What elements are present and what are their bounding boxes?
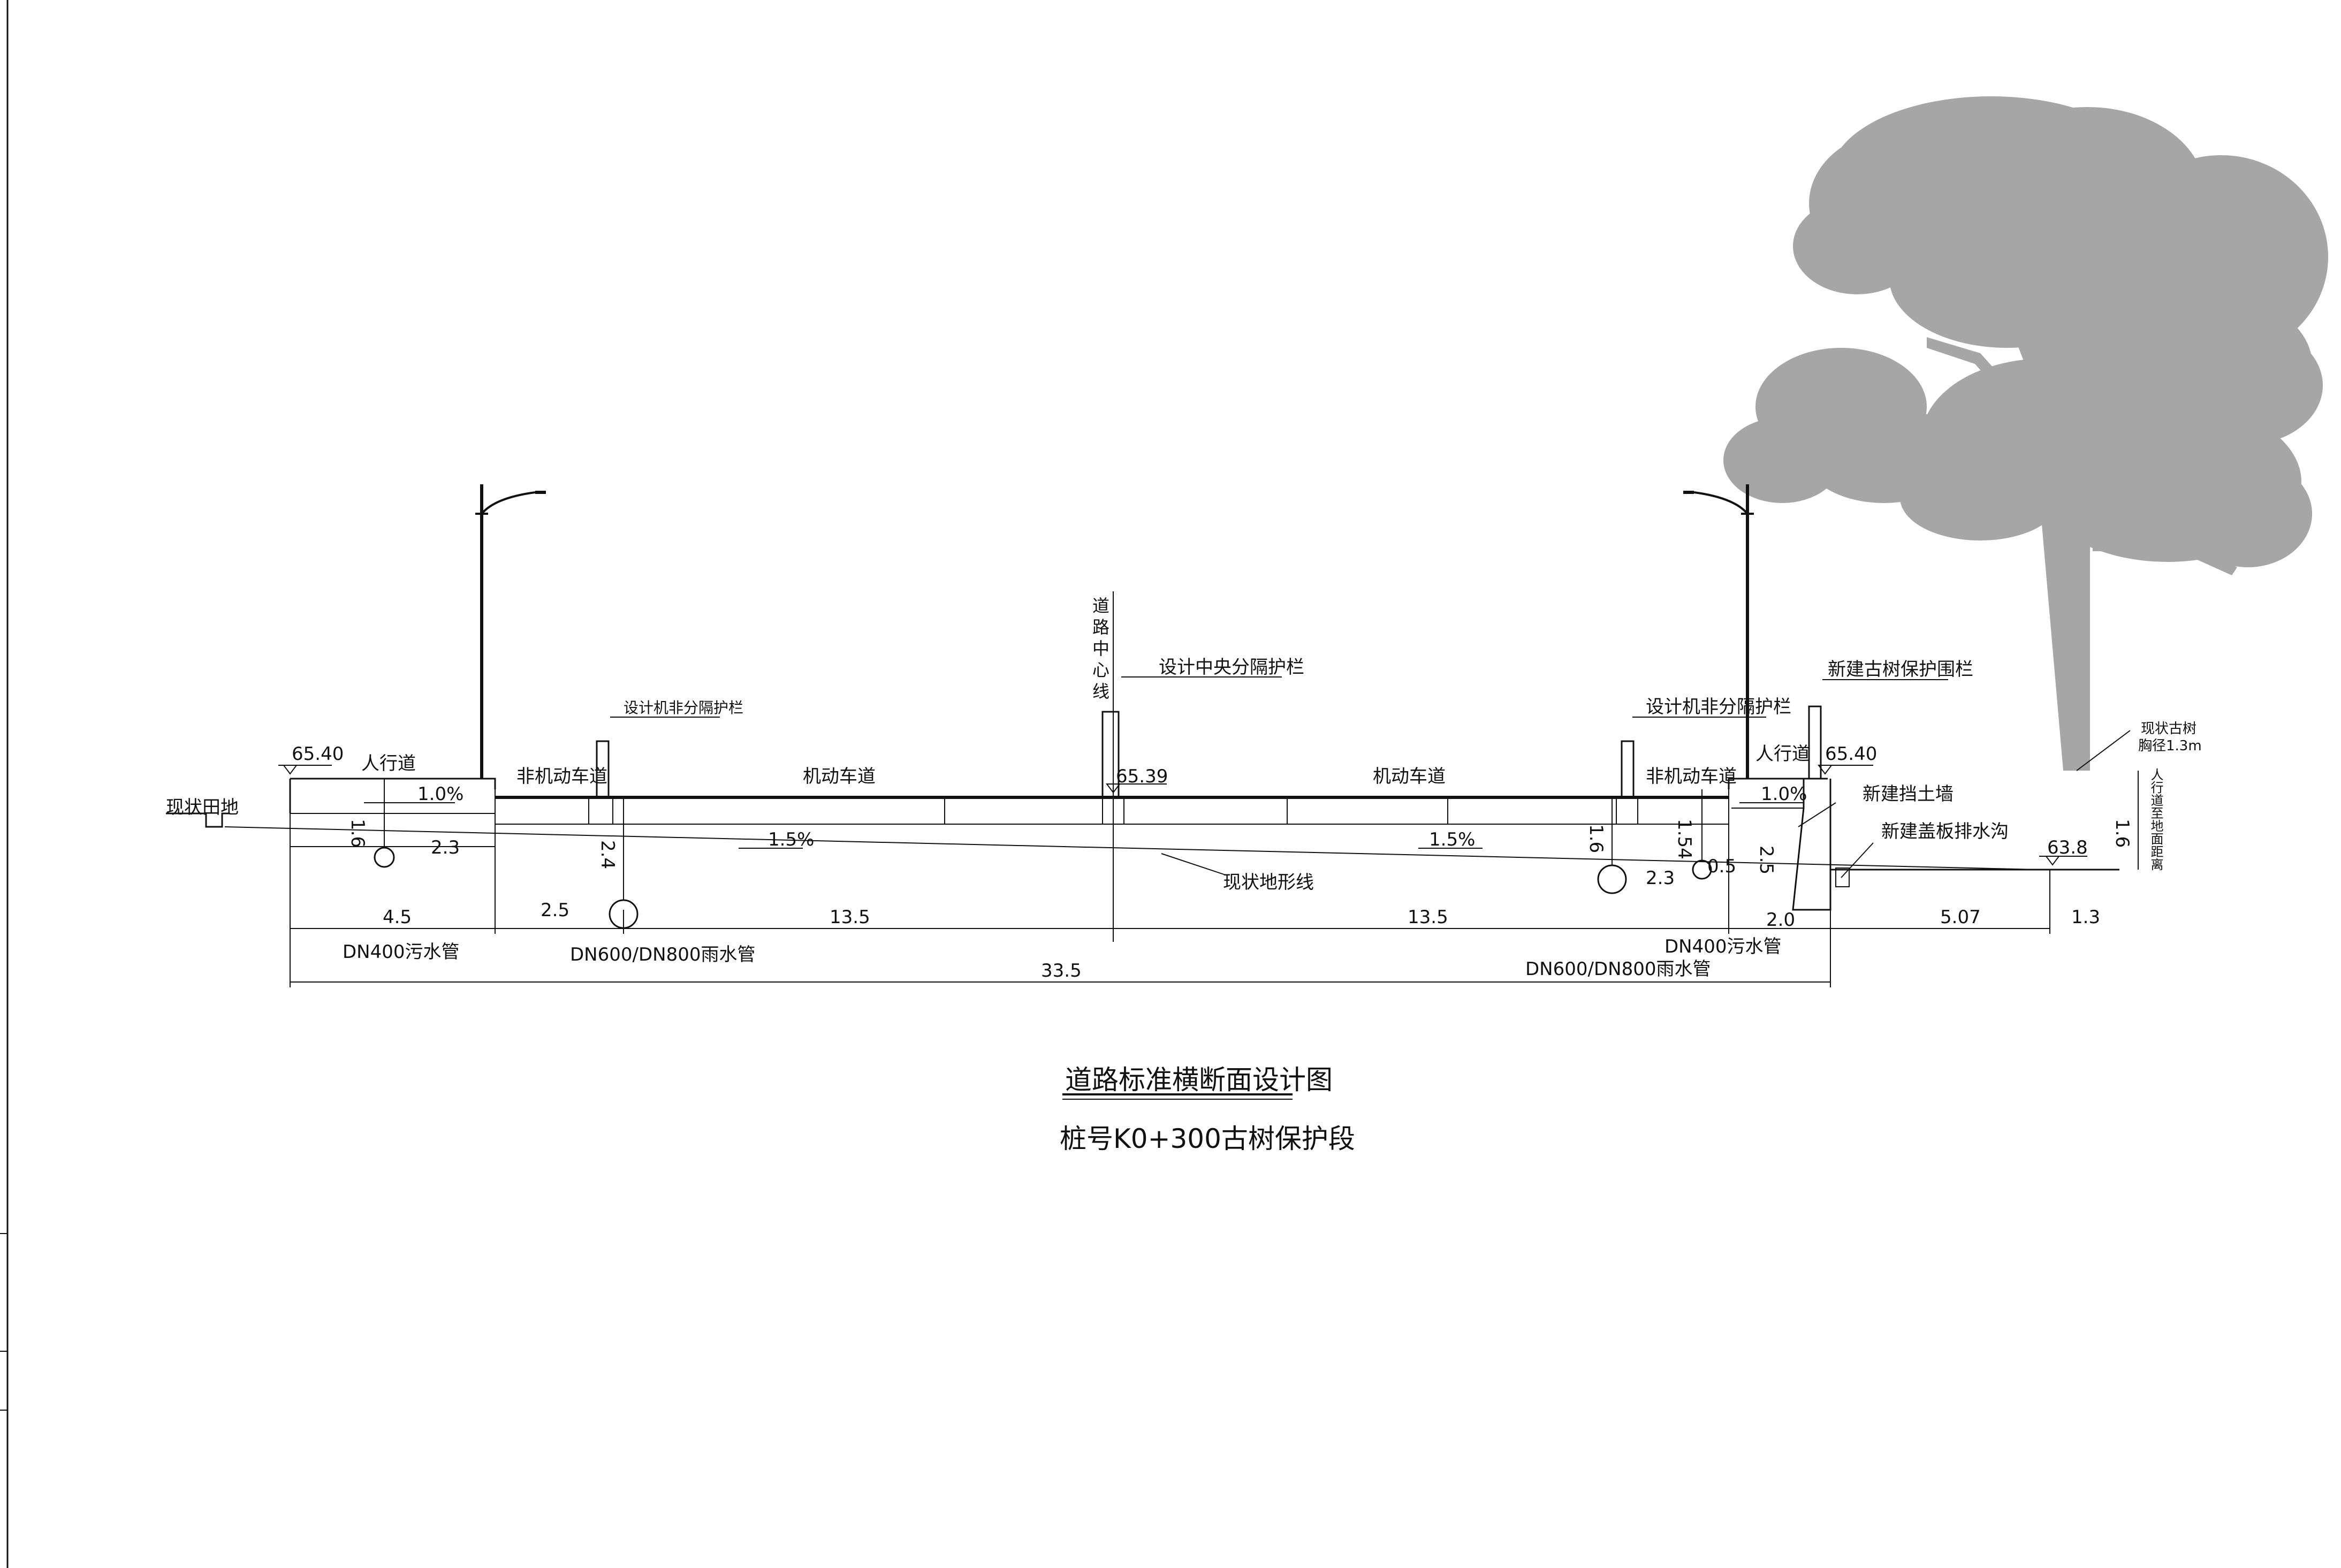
elevation-center: 65.39	[1116, 766, 1168, 787]
dim-sewer-right-offset: 0.5	[1707, 856, 1736, 877]
label-median-barrier: 设计中央分隔护栏	[1159, 657, 1304, 678]
label-barrier-left: 设计机非分隔护栏	[624, 699, 743, 717]
dim-sewer-left-depth: 1.6	[347, 819, 368, 848]
slope-motor-left: 1.5%	[768, 829, 814, 850]
slope-sidewalk-left: 1.0%	[417, 783, 463, 805]
label-barrier-right: 设计机非分隔护栏	[1646, 696, 1791, 718]
sidewalk-left-surface	[290, 778, 496, 789]
leader-drain-ditch	[1841, 842, 1874, 878]
storm-pipe-right	[1597, 864, 1627, 894]
dim-motor-right: 13.5	[1408, 907, 1448, 928]
pipe-sewer-right: DN400污水管	[1664, 936, 1782, 957]
existing-terrain-line	[224, 826, 2040, 870]
label-motor-left: 机动车道	[803, 766, 876, 787]
median-barrier	[1101, 711, 1120, 798]
dim-tree-height-diff: 1.6	[2111, 819, 2133, 848]
dim-wall-depth: 1.54	[1674, 819, 1695, 859]
elevation-left: 65.40	[292, 743, 344, 765]
dim-tree-offset: 1.3	[2071, 907, 2100, 928]
label-nonmotor-left: 非机动车道	[516, 766, 607, 787]
elevation-marker-center	[1106, 783, 1167, 794]
label-motor-right: 机动车道	[1373, 766, 1446, 787]
elevation-marker-right	[1818, 765, 1873, 775]
retaining-wall	[1792, 779, 1831, 911]
barrier-right	[1621, 740, 1635, 798]
label-centerline: 道路中心线	[1090, 597, 1110, 704]
label-sidewalk-left: 人行道	[361, 753, 416, 774]
dim-nonmotor-left: 2.5	[541, 900, 569, 921]
dim-storm-right-depth: 1.6	[1585, 824, 1607, 853]
dim-right-offset: 5.07	[1940, 907, 1981, 928]
label-retaining-wall: 新建挡土墙	[1863, 783, 1954, 805]
dim-total-width: 33.5	[1041, 960, 1082, 981]
dim-sidewalk-left: 4.5	[383, 907, 412, 928]
elevation-marker-tree	[2039, 856, 2087, 866]
label-existing-field: 现状田地	[166, 797, 239, 818]
barrier-left	[596, 740, 610, 798]
slope-motor-right: 1.5%	[1429, 829, 1475, 850]
dim-motor-left: 13.5	[830, 907, 870, 928]
label-tree-fence: 新建古树保护围栏	[1828, 659, 1973, 680]
label-drain-ditch: 新建盖板排水沟	[1881, 821, 2009, 842]
pipe-storm-right: DN600/DN800雨水管	[1525, 958, 1711, 980]
label-tree-girth: 胸径1.3m	[2138, 738, 2202, 754]
label-old-tree: 现状古树	[2141, 721, 2196, 737]
leader-terrain	[1161, 853, 1226, 876]
leader-retaining-wall	[1798, 802, 1836, 827]
pipe-sewer-left: DN400污水管	[343, 941, 460, 963]
sidewalk-right-surface	[1728, 778, 1828, 789]
pipe-storm-left: DN600/DN800雨水管	[570, 944, 755, 965]
slope-sidewalk-right: 1.0%	[1761, 783, 1807, 805]
title-main: 道路标准横断面设计图	[1065, 1064, 1333, 1095]
elevation-tree: 63.8	[2047, 837, 2088, 858]
label-existing-terrain: 现状地形线	[1223, 872, 1314, 893]
sewer-pipe-left	[374, 847, 395, 868]
elevation-right: 65.40	[1825, 743, 1877, 765]
dim-storm-right-offset: 2.3	[1646, 867, 1675, 889]
old-tree-icon	[1723, 96, 2328, 771]
street-lamp-left-icon	[475, 484, 546, 779]
title-sub: 桩号K0+300古树保护段	[1060, 1123, 1355, 1154]
leader-old-tree	[2076, 730, 2131, 771]
label-sidewalk-right: 人行道	[1755, 743, 1810, 765]
label-sidewalk-to-tree: 人行道至地面距离	[2148, 768, 2163, 871]
dim-sewer-left-offset: 2.3	[431, 837, 460, 858]
label-nonmotor-right: 非机动车道	[1646, 766, 1737, 787]
street-lamp-right-icon	[1683, 484, 1754, 779]
dim-storm-left-depth: 2.4	[597, 840, 618, 869]
drain-ditch	[1835, 867, 1850, 887]
existing-field-ground	[166, 812, 229, 828]
elevation-marker-left	[278, 765, 332, 775]
dim-wall-height: 2.5	[1755, 846, 1777, 874]
tree-fence	[1808, 705, 1822, 780]
dim-right-sidewalk: 2.0	[1766, 909, 1795, 931]
